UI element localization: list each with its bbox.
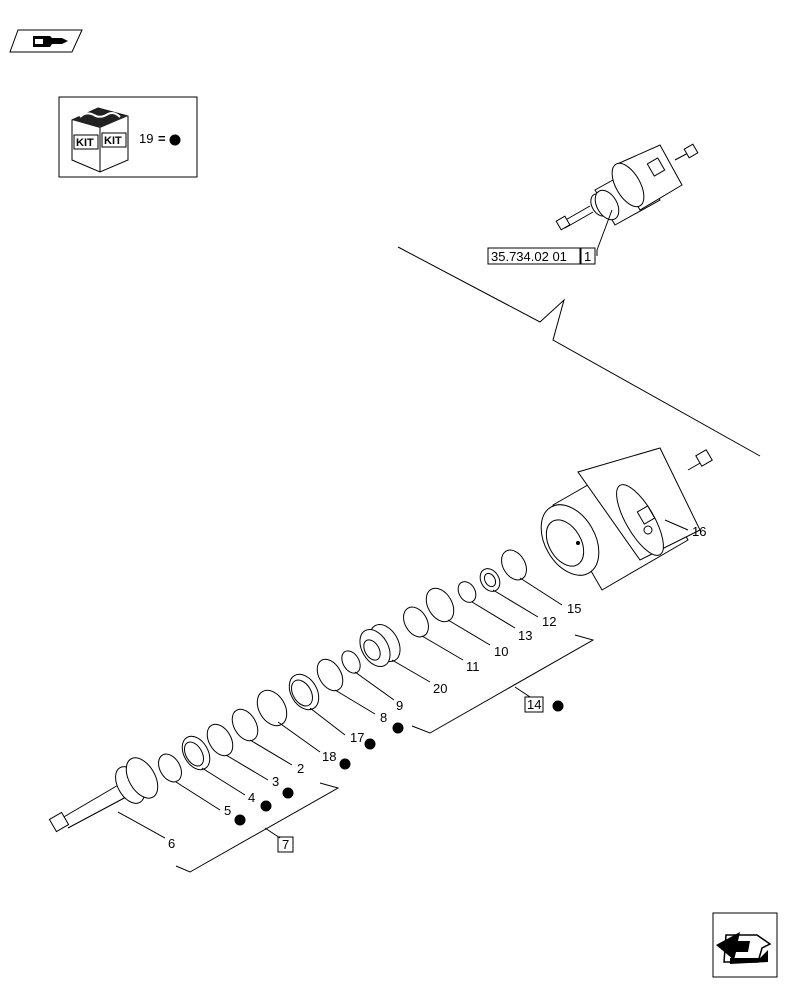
kit-marker-dots — [234, 722, 404, 826]
reference-code: 35.734.02 01 — [491, 249, 567, 264]
callout-8: 8 — [380, 710, 387, 725]
ring-15 — [501, 549, 527, 581]
callout-3: 3 — [272, 774, 279, 789]
piston-20 — [359, 624, 401, 667]
callout-20: 20 — [433, 681, 447, 696]
group-bracket-14 — [411, 634, 595, 734]
callout-13: 13 — [518, 628, 532, 643]
callout-17: 17 — [350, 730, 364, 745]
ring-3 — [206, 723, 234, 757]
callout-5: 5 — [224, 803, 231, 818]
kit-equals: = — [158, 131, 166, 146]
group-label-7: 7 — [282, 837, 289, 852]
kit-label-left: KIT — [76, 137, 94, 149]
reference-index: 1 — [584, 249, 591, 264]
piston-rod-6 — [48, 757, 159, 833]
kit-legend: KIT KIT 19 = — [58, 96, 198, 178]
callout-2: 2 — [297, 761, 304, 776]
next-page-arrow-icon[interactable] — [712, 912, 778, 978]
reference-link[interactable]: 35.734.02 01 1 — [487, 209, 613, 265]
ring-2 — [231, 708, 259, 742]
kit-marker-dot — [169, 134, 181, 146]
callout-11: 11 — [466, 659, 480, 674]
ring-5 — [158, 753, 182, 783]
callout-9: 9 — [396, 698, 403, 713]
book-arrow-icon[interactable] — [9, 29, 83, 53]
callout-16: 16 — [692, 524, 706, 539]
seal-rings — [158, 549, 527, 783]
callout-4: 4 — [248, 790, 255, 805]
break-line — [397, 246, 761, 457]
callout-12: 12 — [542, 614, 556, 629]
callout-18: 18 — [322, 749, 336, 764]
callout-6: 6 — [168, 836, 175, 851]
kit-box-icon: KIT KIT — [71, 107, 129, 173]
ring-13 — [457, 581, 477, 603]
ring-18 — [256, 689, 288, 727]
kit-item-number: 19 — [139, 131, 153, 146]
ring-9 — [341, 650, 361, 674]
callout-10: 10 — [494, 644, 508, 659]
ring-8 — [316, 658, 344, 692]
housing-part-16 — [540, 447, 713, 591]
kit-dot-group-14 — [552, 700, 564, 712]
leader-lines — [117, 519, 689, 839]
ring-11 — [403, 606, 429, 638]
group-label-14: 14 — [527, 697, 541, 712]
overview-assembly-drawing — [555, 143, 699, 231]
group-bracket-7 — [175, 782, 340, 873]
callout-15: 15 — [567, 601, 581, 616]
kit-label-right: KIT — [104, 135, 122, 147]
